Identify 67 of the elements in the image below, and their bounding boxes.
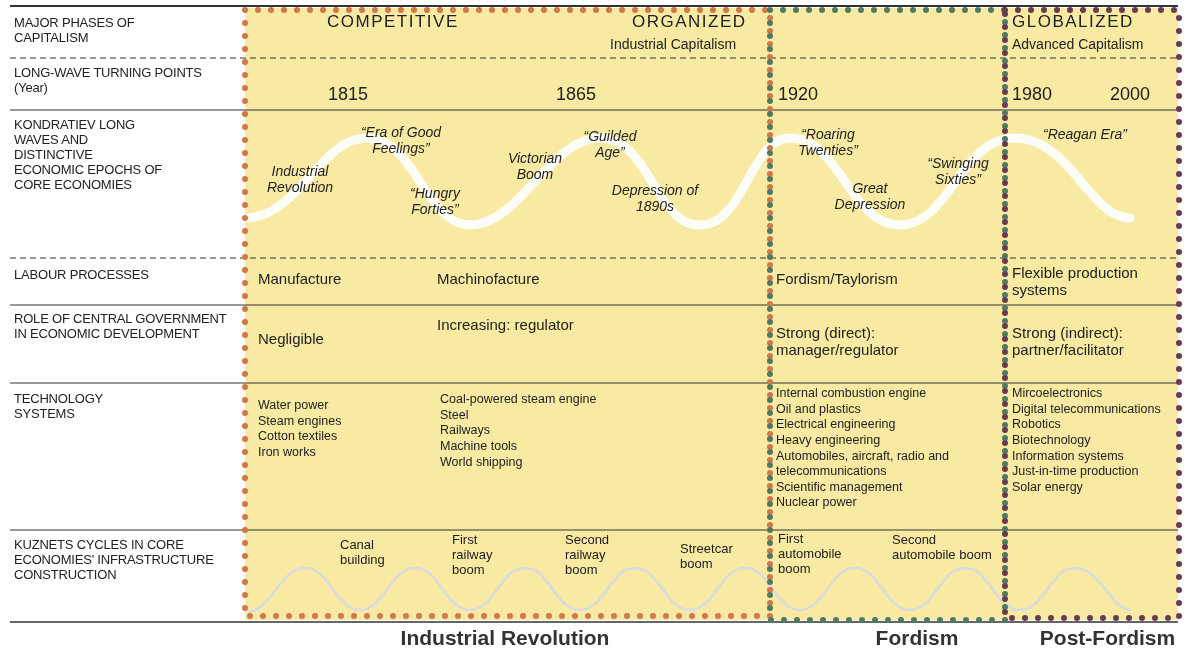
table-text: Machinofacture <box>437 270 541 288</box>
technology-item: Water power <box>258 398 330 414</box>
technology-item: Robotics <box>1012 417 1062 433</box>
epoch-label: “Reagan Era” <box>1041 126 1129 143</box>
technology-item: Mircoelectronics <box>1012 386 1104 402</box>
technology-item: Iron works <box>258 444 317 461</box>
phase-heading: ORGANIZED <box>632 12 748 32</box>
technology-item: World shipping <box>440 454 524 471</box>
epoch-label: “Hungry Forties” <box>409 185 462 218</box>
technology-item: Solar energy <box>1012 479 1084 496</box>
epoch-label: “Era of Good Feelings” <box>359 124 443 157</box>
epoch-label: Victorian Boom <box>506 150 564 183</box>
technology-item: Automobiles, aircraft, radio and telecommunications <box>776 448 950 480</box>
phase-subheading: Advanced Capitalism <box>1012 36 1145 53</box>
phase-heading: GLOBALIZED <box>1012 12 1135 32</box>
technology-item: Just-in-time production <box>1012 464 1140 480</box>
cycle-label: First railway boom <box>452 533 494 578</box>
year-label: 1920 <box>778 84 820 105</box>
period-name: Industrial Revolution <box>399 626 611 651</box>
technology-item: Coal-powered steam engine <box>440 392 598 408</box>
row-heading: LONG-WAVE TURNING POINTS (Year) <box>14 66 203 96</box>
technology-item: Internal combustion engine <box>776 386 928 402</box>
epoch-label: Industrial Revolution <box>265 163 335 196</box>
technology-item: Heavy engineering <box>776 432 882 449</box>
cycle-label: Second railway boom <box>565 533 611 578</box>
phase-heading: COMPETITIVE <box>327 12 460 32</box>
technology-item: Cotton textiles <box>258 429 339 445</box>
technology-item: Electrical engineering <box>776 417 897 433</box>
phase-subheading: Industrial Capitalism <box>610 36 738 53</box>
epoch-label: “Guilded Age” <box>582 128 638 161</box>
technology-item: Biotechnology <box>1012 432 1092 449</box>
technology-item: Scientific management <box>776 479 904 496</box>
year-label: 1980 <box>1012 84 1054 105</box>
row-heading: KONDRATIEV LONG WAVES AND DISTINCTIVE ECONOMIC EPOCHS OF CORE ECONOMIES <box>14 118 164 193</box>
technology-item: Machine tools <box>440 438 519 455</box>
row-heading: MAJOR PHASES OF CAPITALISM <box>14 16 136 46</box>
technology-item: Steel <box>440 407 470 424</box>
table-text: Negligible <box>258 330 325 348</box>
cycle-label: Second automobile boom <box>892 533 992 563</box>
technology-item: Information systems <box>1012 448 1125 465</box>
table-text: Fordism/Taylorism <box>776 270 899 288</box>
technology-item: Oil and plastics <box>776 401 862 418</box>
table-text: Strong (indirect): partner/facilitator <box>1012 324 1125 359</box>
period-name: Fordism <box>874 626 960 651</box>
row-heading: KUZNETS CYCLES IN CORE ECONOMIES' INFRASTRUCTURE CONSTRUCTION <box>14 538 214 583</box>
cycle-label: First automobile boom <box>778 532 843 577</box>
table-text: Flexible production systems <box>1012 264 1139 299</box>
technology-item: Nuclear power <box>776 495 858 511</box>
cycle-label: Canal building <box>340 538 386 568</box>
epoch-label: “Swinging Sixties” <box>926 155 990 188</box>
row-heading: ROLE OF CENTRAL GOVERNMENT IN ECONOMIC DEVELOPMENT <box>14 312 228 342</box>
table-text: Increasing: regulator <box>437 316 575 334</box>
epoch-label: Great Depression <box>833 180 907 213</box>
period-name: Post-Fordism <box>1038 626 1177 651</box>
epoch-label: “Roaring Twenties” <box>797 126 860 159</box>
cycle-label: Streetcar boom <box>680 542 734 572</box>
year-label: 1815 <box>328 84 370 105</box>
year-label: 1865 <box>556 84 598 105</box>
row-heading: TECHNOLOGY SYSTEMS <box>14 392 104 422</box>
row-heading: LABOUR PROCESSES <box>14 268 150 283</box>
technology-item: Steam engines <box>258 413 343 430</box>
year-label: 2000 <box>1110 84 1152 105</box>
technology-item: Digital telecommunications <box>1012 401 1162 418</box>
epoch-label: Depression of 1890s <box>610 182 701 215</box>
table-text: Strong (direct): manager/regulator <box>776 324 900 359</box>
table-text: Manufacture <box>258 270 343 288</box>
technology-item: Railways <box>440 423 491 439</box>
